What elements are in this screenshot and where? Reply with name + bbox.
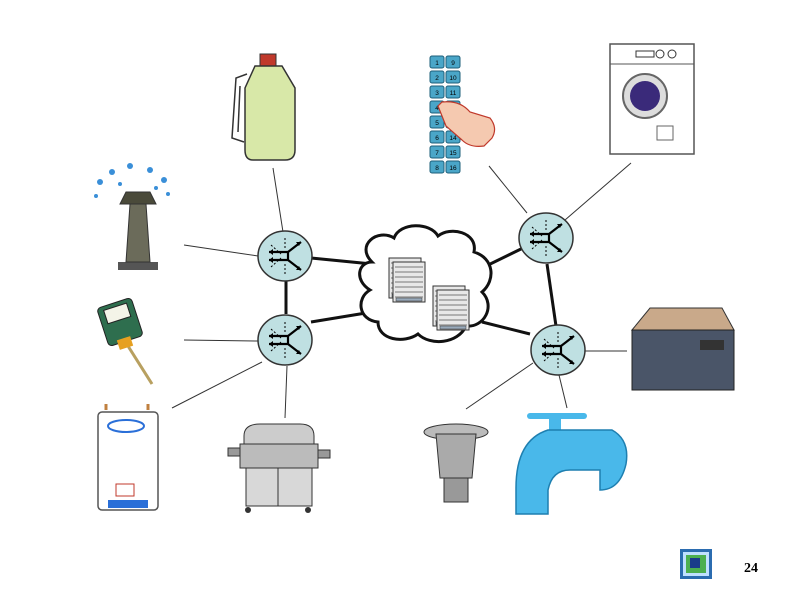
logo-icon [680, 549, 712, 579]
drain-icon [423, 423, 489, 503]
jug-icon [231, 53, 296, 161]
keypad-key-label: 4 [435, 105, 439, 112]
sprinkler-icon [94, 163, 170, 270]
link-faucet [558, 374, 568, 409]
keypad-key[interactable] [429, 130, 445, 144]
backbone-link [481, 320, 531, 336]
keypad-key[interactable] [429, 145, 445, 159]
keypad-key-label: 3 [435, 90, 439, 97]
faucet-icon [515, 413, 628, 515]
washing-machine-icon [609, 43, 695, 155]
keypad-key[interactable] [445, 145, 461, 159]
keypad-key[interactable] [445, 55, 461, 69]
link-keypad [488, 165, 528, 214]
grill-icon [227, 423, 331, 513]
link-jug [272, 167, 284, 233]
router-icon [529, 323, 587, 377]
page-number: 24 [744, 561, 758, 576]
keypad-key-label: 15 [449, 150, 457, 157]
keypad-key[interactable] [429, 70, 445, 84]
server-rack-icon [388, 257, 426, 303]
keypad-key-label: 16 [449, 165, 457, 172]
keypad-key-label: 6 [435, 135, 439, 142]
link-drain [465, 362, 534, 410]
router-icon [256, 313, 314, 367]
hand-icon [437, 101, 496, 147]
keypad-key-label: 9 [451, 60, 455, 67]
keypad-key-label: 14 [449, 135, 457, 142]
keypad-key-label: 2 [435, 75, 439, 82]
link-soil-meter [183, 339, 259, 342]
keypad-key-label: 7 [435, 150, 439, 157]
keypad-key[interactable] [429, 85, 445, 99]
keypad-key[interactable] [445, 70, 461, 84]
keypad-key-label: 1 [435, 60, 439, 67]
link-washer [564, 162, 632, 221]
keypad-key[interactable] [429, 55, 445, 69]
soil-meter-icon [97, 297, 154, 385]
dumpster-icon [630, 307, 735, 391]
router-icon [256, 229, 314, 283]
link-sprinkler [183, 244, 259, 257]
keypad-key-label: 8 [435, 165, 439, 172]
link-grill [284, 365, 288, 419]
keypad-key[interactable] [445, 160, 461, 174]
keypad-key-label: 10 [449, 75, 457, 82]
keypad-key-label: 5 [435, 120, 439, 127]
keypad-key-label: 11 [450, 90, 457, 97]
keypad-key[interactable] [445, 85, 461, 99]
backbone-link [310, 256, 373, 266]
backbone-link [545, 263, 558, 327]
water-heater-icon [97, 404, 159, 511]
cloud-icon [358, 224, 493, 344]
router-icon [517, 211, 575, 265]
link-water-heater [171, 361, 263, 409]
keypad-key[interactable] [429, 160, 445, 174]
server-rack-icon [432, 285, 470, 331]
device-links [171, 162, 632, 419]
